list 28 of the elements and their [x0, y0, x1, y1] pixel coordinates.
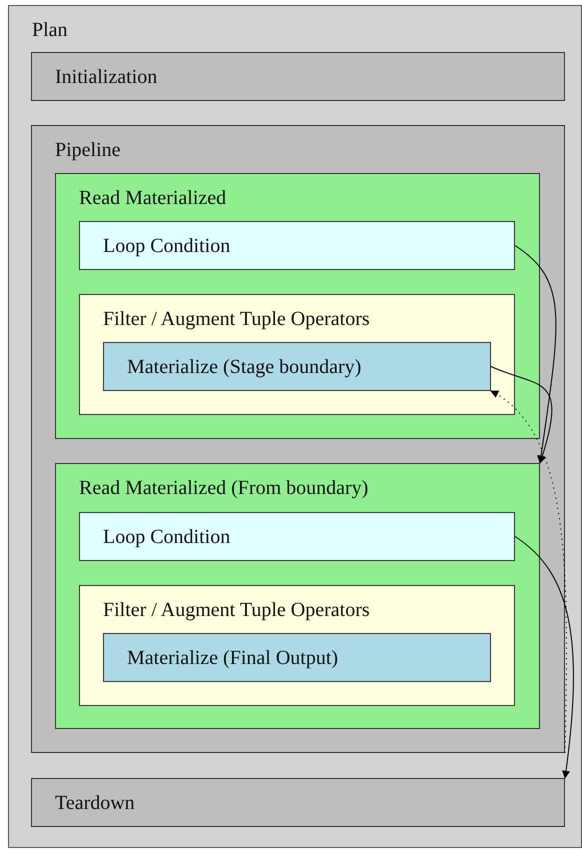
box-label: Teardown: [55, 790, 135, 814]
group-box: [8, 5, 582, 848]
group-box: [55, 463, 540, 729]
arrow: [514, 536, 574, 779]
group-box: [55, 173, 540, 439]
group-heading: Filter / Augment Tuple Operators: [103, 598, 370, 622]
process-box: [79, 221, 515, 270]
box-label: Loop Condition: [103, 234, 230, 258]
arrow: [514, 245, 556, 464]
process-box: [79, 512, 515, 561]
box-label: Materialize (Final Output): [127, 646, 338, 670]
group-box: [79, 294, 515, 415]
group-heading: Pipeline: [55, 138, 121, 162]
arrow: [490, 366, 552, 464]
process-box: [103, 342, 491, 391]
box-label: Initialization: [55, 64, 158, 88]
group-heading: Read Materialized: [79, 186, 226, 210]
process-box: [31, 778, 565, 827]
group-heading: Filter / Augment Tuple Operators: [103, 307, 370, 331]
box-label: Materialize (Stage boundary): [127, 354, 362, 378]
group-heading: Plan: [32, 18, 68, 42]
box-label: Loop Condition: [103, 524, 230, 548]
arrow: [490, 390, 567, 754]
group-box: [79, 585, 515, 706]
process-box: [31, 52, 565, 101]
group-heading: Read Materialized (From boundary): [79, 476, 368, 500]
group-box: [31, 125, 565, 753]
process-box: [103, 633, 491, 682]
